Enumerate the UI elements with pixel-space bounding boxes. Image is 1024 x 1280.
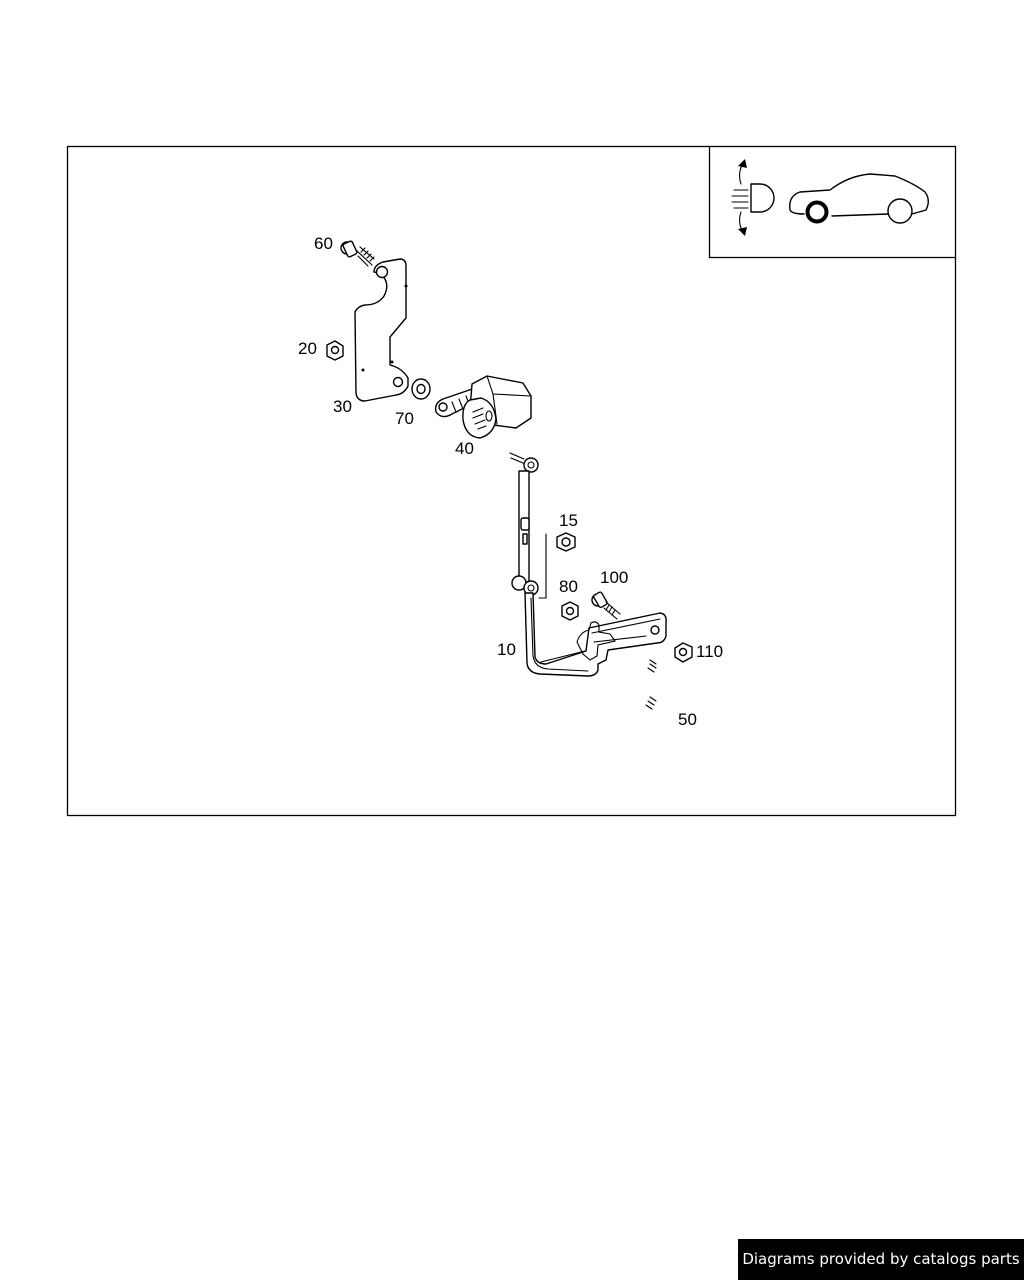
part-100-bolt bbox=[591, 591, 621, 620]
credit-banner: Diagrams provided by catalogs parts bbox=[738, 1239, 1024, 1280]
part-50-u-bolt bbox=[645, 659, 679, 713]
callout-15: 15 bbox=[559, 511, 578, 530]
callout-30: 30 bbox=[333, 397, 352, 416]
part-70-washer bbox=[411, 378, 431, 400]
part-20-nut bbox=[326, 340, 344, 361]
callout-50: 50 bbox=[678, 710, 697, 729]
callout-110: 110 bbox=[696, 642, 723, 661]
part-15-nut bbox=[556, 532, 576, 552]
part-40-level-sensor bbox=[434, 375, 532, 439]
callout-40: 40 bbox=[455, 439, 474, 458]
diagram-frame bbox=[66, 145, 957, 817]
callout-100: 100 bbox=[600, 568, 628, 587]
inset-box bbox=[708, 146, 956, 259]
callout-60: 60 bbox=[314, 234, 333, 253]
callout-70: 70 bbox=[395, 409, 414, 428]
callout-80: 80 bbox=[559, 577, 578, 596]
part-30-bracket bbox=[354, 258, 409, 402]
callout-10: 10 bbox=[497, 640, 516, 659]
headlamp-level-car-icon bbox=[731, 159, 929, 236]
part-80-washer bbox=[561, 601, 579, 621]
part-110-nut bbox=[674, 642, 693, 663]
callout-20: 20 bbox=[298, 339, 317, 358]
part-10-linkage bbox=[509, 452, 667, 677]
part-60-bolt bbox=[340, 240, 375, 267]
